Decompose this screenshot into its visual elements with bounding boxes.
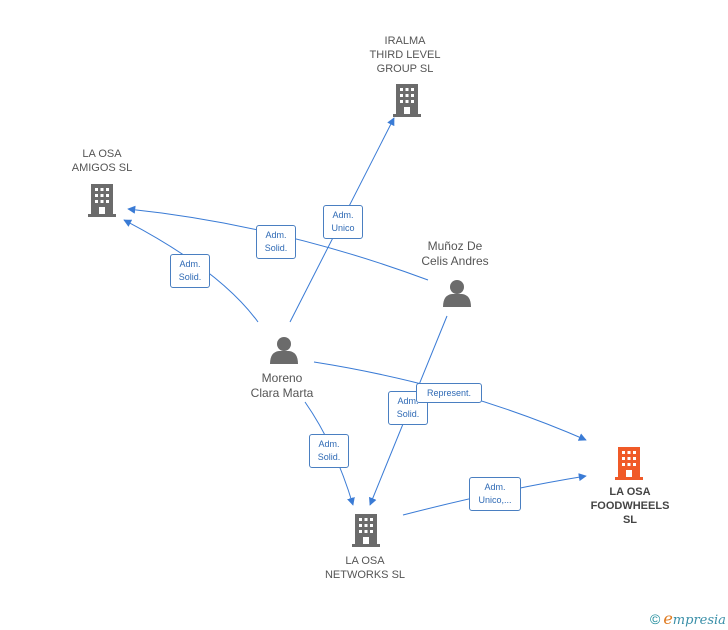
copyright-symbol: © [650,611,661,627]
person-icon [270,337,298,364]
relation-label: Adm. Unico,... [469,477,521,511]
company-label-la-osa-foodwheels[interactable]: LA OSA FOODWHEELS SL [590,486,670,526]
building-icon [393,84,421,117]
company-label-la-osa-networks[interactable]: LA OSA NETWORKS SL [324,555,406,581]
relation-label: Adm. Solid. [170,254,210,288]
building-icon-main [615,447,643,480]
person-label-moreno[interactable]: Moreno Clara Marta [250,371,314,400]
building-icon [88,184,116,217]
brand-name: mpresia [672,613,726,628]
company-label-iralma[interactable]: IRALMA THIRD LEVEL GROUP SL [369,35,441,75]
person-label-munoz[interactable]: Muñoz De Celis Andres [421,239,489,268]
person-icon [443,280,471,307]
relation-label: Represent. [416,383,482,403]
empresia-logo[interactable]: ©empresia [650,609,726,628]
building-icon [352,514,380,547]
company-label-la-osa-amigos[interactable]: LA OSA AMIGOS SL [71,148,133,174]
relation-label: Adm. Unico [323,205,363,239]
relation-label: Adm. Solid. [256,225,296,259]
relation-label: Adm. Solid. [309,434,349,468]
brand-letter-e: e [663,609,673,628]
